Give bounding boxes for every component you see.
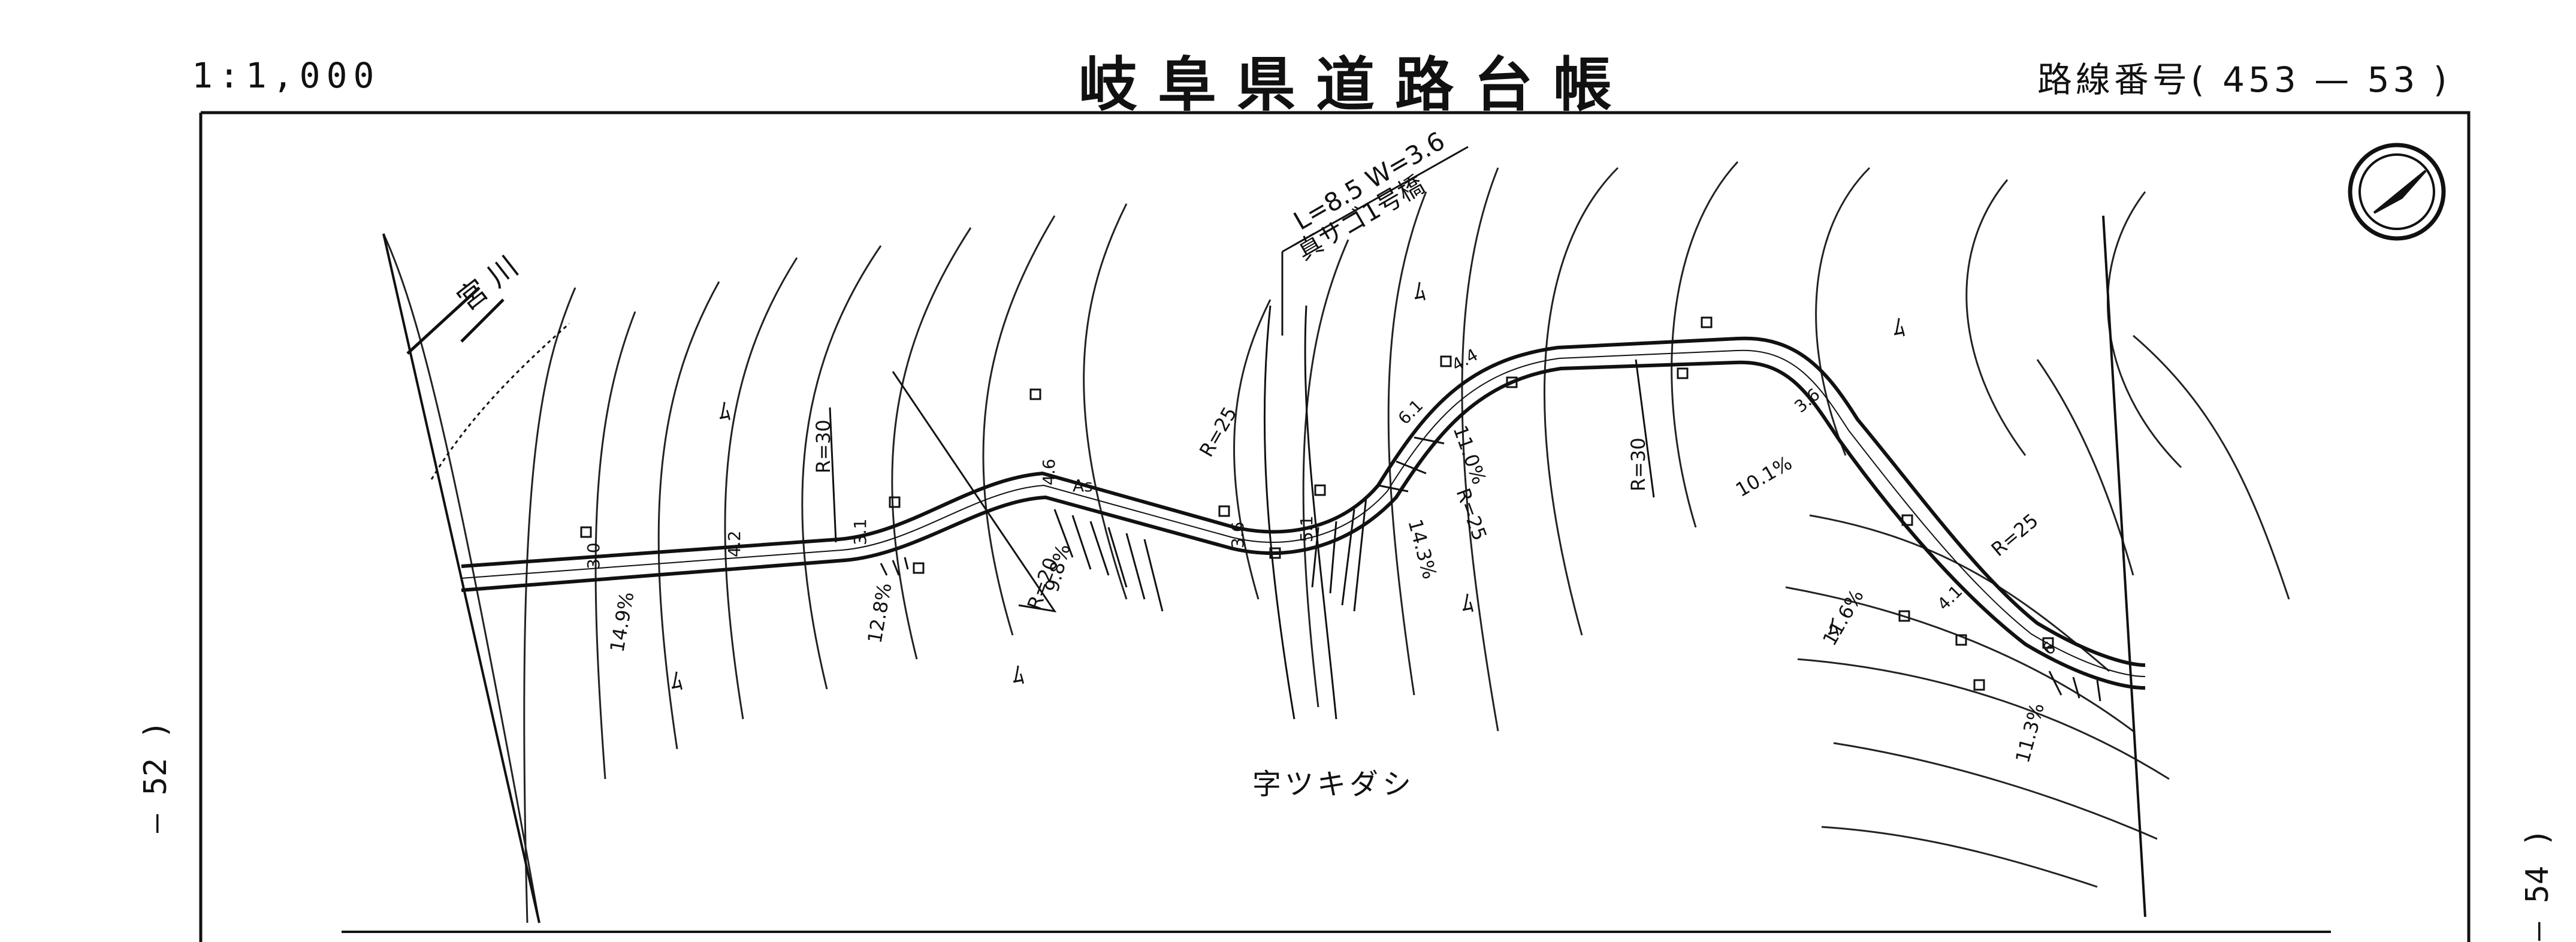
width-label: 4.2 (724, 530, 744, 557)
river-arrow (406, 286, 505, 355)
vegetation-symbol: ﾑ (719, 398, 731, 425)
width-label: 3.6 (1228, 521, 1248, 548)
vegetation-symbol: ﾑ (1013, 662, 1025, 689)
width-label: 3.1 (850, 518, 870, 545)
radius-label: R=30 (1627, 437, 1650, 491)
map-frame (199, 111, 2471, 942)
vegetation-symbols: ﾑ ﾑ ﾑ ﾑ ﾑ ﾑ ﾑ (671, 278, 1905, 695)
width-label: 4.6 (1039, 458, 1059, 485)
place-name: 字ツキダシ (1252, 768, 1415, 801)
vegetation-symbol: ﾑ (1894, 314, 1905, 342)
grade-label: 11.3% (2011, 701, 2049, 765)
grade-label: 12.8% (863, 581, 896, 645)
north-arrow-icon (2348, 143, 2446, 241)
structure-marks (580, 316, 2054, 691)
surface-label: As (1073, 476, 1093, 496)
grade-label: 11.0% (1448, 422, 1490, 488)
creek (1263, 305, 1295, 720)
map-scale: 1:1,000 (192, 55, 380, 96)
vegetation-symbol: ﾑ (1414, 278, 1426, 306)
vegetation-symbol: ﾑ (1462, 590, 1474, 617)
width-label: 3.0 (584, 542, 603, 569)
grade-label: 14.9% (605, 590, 638, 654)
route-number: 路線番号( 453 — 53 ) (2037, 59, 2451, 100)
contour-lines (382, 161, 2290, 923)
river-label: 宮 川 (451, 250, 524, 318)
grade-label: 9.8% (1040, 542, 1075, 594)
river-bank (430, 322, 570, 480)
vegetation-symbol: ﾑ (1828, 614, 1840, 641)
road (461, 336, 2146, 690)
creek-2 (1304, 305, 1337, 720)
vegetation-symbol: ﾑ (671, 668, 683, 695)
bridge-annotation: L=8.5 W=3.6 真サゴ1号橋 (1281, 126, 1469, 336)
grade-label: 14.3% (1403, 517, 1441, 581)
radius-label: R=25 (1987, 509, 2043, 561)
width-label: 4.4 (1448, 345, 1481, 375)
radius-label: R=25 (1451, 485, 1491, 544)
width-label: 5.1 (1297, 515, 1316, 542)
slope-hatching (880, 436, 2101, 702)
page-title: 岐阜県道路台帳 (1079, 51, 1633, 119)
grade-label: 10.1% (1732, 451, 1796, 502)
right-boundary-line (2102, 215, 2146, 917)
radius-label: R=30 (812, 419, 835, 473)
